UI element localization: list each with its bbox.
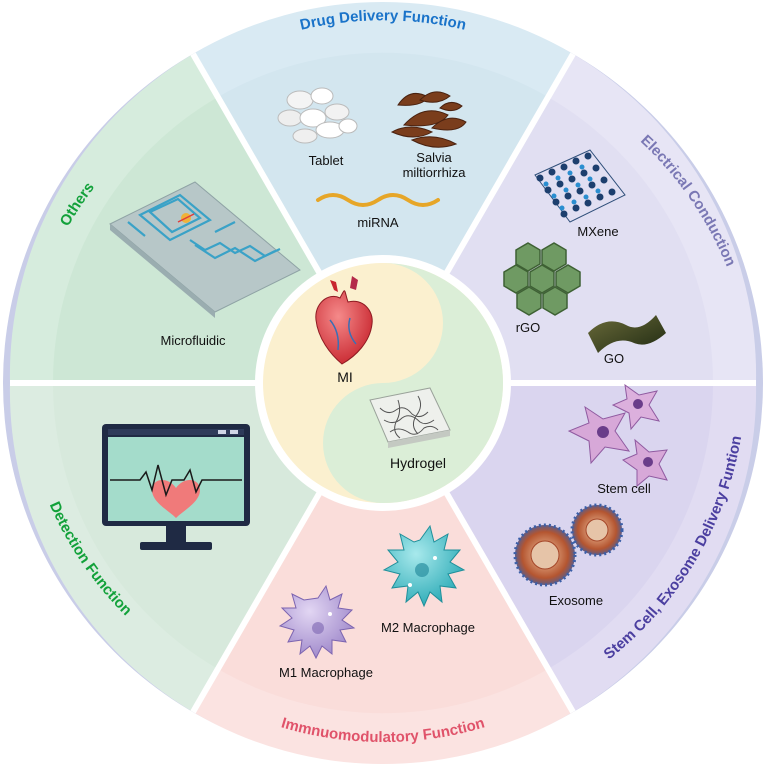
microfluidic-label: Microfluidic	[160, 333, 226, 348]
salvia-root-icon	[390, 91, 467, 148]
mirna-strand-icon	[316, 193, 440, 207]
hydrogel-patch-icon	[369, 387, 451, 448]
rgo-hex-icon	[503, 242, 581, 316]
mxene-label: MXene	[577, 224, 618, 239]
stem-cell-label: Stem cell	[597, 481, 651, 496]
m1-macrophage-label: M1 Macrophage	[279, 665, 373, 680]
salvia-label-line2: miltiorrhiza	[403, 165, 467, 180]
heart-icon	[315, 276, 373, 365]
exosome-label: Exosome	[549, 593, 603, 608]
rgo-label: rGO	[516, 320, 541, 335]
exosome-icon	[513, 503, 624, 587]
salvia-label-line1: Salvia	[416, 150, 452, 165]
mi-label: MI	[337, 369, 353, 385]
tablet-icon	[277, 87, 358, 144]
microfluidic-chip-icon	[109, 181, 301, 318]
tablet-label: Tablet	[309, 153, 344, 168]
m1-macrophage-icon	[278, 584, 356, 660]
go-sheet-icon	[588, 315, 666, 353]
m2-macrophage-label: M2 Macrophage	[381, 620, 475, 635]
m2-macrophage-icon	[382, 524, 466, 608]
hydrogel-label: Hydrogel	[390, 455, 446, 471]
center-circle	[255, 255, 511, 511]
mirna-label: miRNA	[357, 215, 398, 230]
monitor-icon	[102, 424, 250, 550]
go-label: GO	[604, 351, 624, 366]
mxene-lattice-icon	[534, 149, 626, 223]
stem-cell-icon	[567, 383, 668, 488]
